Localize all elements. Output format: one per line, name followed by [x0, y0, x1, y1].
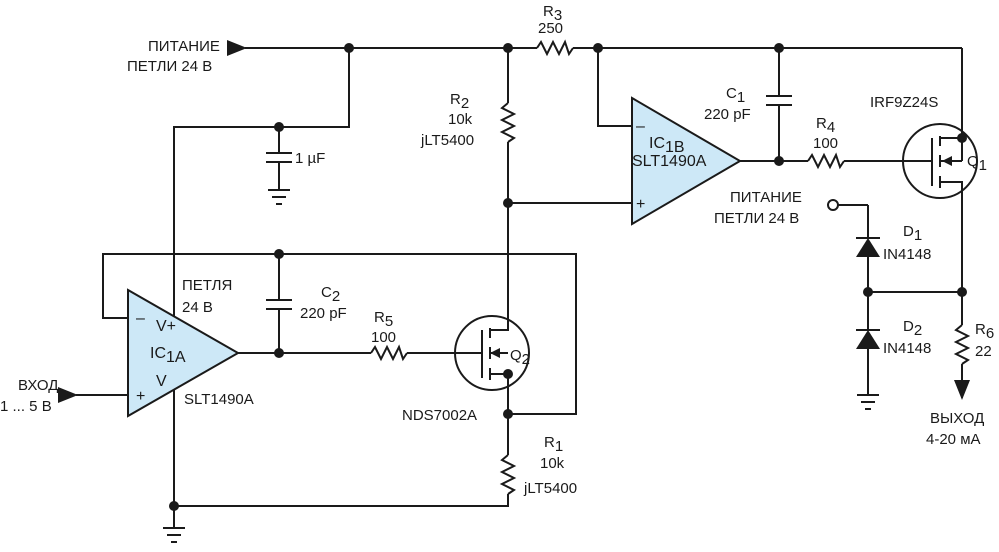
resistor-r5	[238, 344, 482, 362]
r3-value: 250	[538, 20, 563, 37]
resistor-r3	[536, 39, 574, 57]
ic1b-minus: –	[636, 118, 645, 135]
resistor-r2	[499, 48, 632, 320]
capacitor-c2	[266, 254, 292, 358]
r6-value: 22	[975, 343, 992, 360]
opamp-ic1b	[597, 48, 742, 226]
output-label: 4-20 мА	[926, 431, 981, 448]
d1-ref: D1	[903, 223, 922, 244]
q1-ref: Q1	[967, 153, 987, 174]
r6-ref: R6	[975, 321, 994, 342]
ic1a-ref: IC1A	[150, 345, 186, 366]
r5-value: 100	[371, 329, 396, 346]
r4-ref: R4	[816, 115, 835, 136]
ic1b-part: SLT1490A	[632, 153, 707, 170]
input-label: ВХОД	[18, 377, 58, 394]
r1-ref: R1	[544, 434, 563, 455]
r2-part: jLT5400	[420, 132, 474, 149]
opamp-ic1a	[58, 249, 577, 418]
resistor-r6	[953, 292, 971, 400]
supply-top-label: ПЕТЛИ 24 В	[127, 58, 212, 75]
d2-ref: D2	[903, 318, 922, 339]
c1-value: 220 pF	[704, 106, 751, 123]
transistor-q2	[454, 315, 530, 455]
q2-ref: Q2	[510, 347, 530, 368]
ic1a-part: SLT1490A	[184, 391, 254, 408]
resistor-r1	[163, 454, 517, 543]
ic1a-vplus: V+	[156, 318, 176, 335]
output-label: ВЫХОД	[930, 410, 984, 427]
supply-right-label: ПИТАНИЕ	[730, 189, 802, 206]
capacitor-c1	[766, 48, 792, 166]
supply-right-label: ПЕТЛИ 24 В	[714, 210, 799, 227]
r3-ref: R3	[543, 3, 562, 24]
c2-ref: C2	[321, 284, 340, 305]
supply-top-label: ПИТАНИЕ	[148, 38, 220, 55]
transistor-q1	[902, 122, 978, 292]
input-label: 1 ... 5 В	[0, 398, 52, 415]
bypass-cap-value: 1 µF	[295, 150, 325, 167]
d2-part: IN4148	[883, 340, 931, 357]
q1-part: IRF9Z24S	[870, 94, 938, 111]
c1-ref: C1	[726, 85, 745, 106]
r2-value: 10k	[448, 111, 473, 128]
r4-value: 100	[813, 135, 838, 152]
ic1a-minus: –	[136, 310, 145, 327]
ic1a-v: V	[156, 373, 167, 390]
r1-value: 10k	[540, 455, 565, 472]
supply-rail	[227, 40, 963, 122]
resistor-r4	[740, 152, 932, 170]
d1-part: IN4148	[883, 246, 931, 263]
q2-part: NDS7002A	[402, 407, 477, 424]
r1-part: jLT5400	[523, 480, 577, 497]
c2-value: 220 pF	[300, 305, 347, 322]
ic1a-plus: +	[136, 388, 145, 405]
diode-d2	[856, 329, 880, 410]
loop-label: ПЕТЛЯ	[182, 277, 232, 294]
ic1b-ref: IC1B	[649, 135, 685, 156]
r5-ref: R5	[374, 309, 393, 330]
ic1b-plus: +	[636, 196, 645, 213]
diode-d1	[827, 199, 967, 330]
r2-ref: R2	[450, 91, 469, 112]
loop-label: 24 В	[182, 299, 213, 316]
